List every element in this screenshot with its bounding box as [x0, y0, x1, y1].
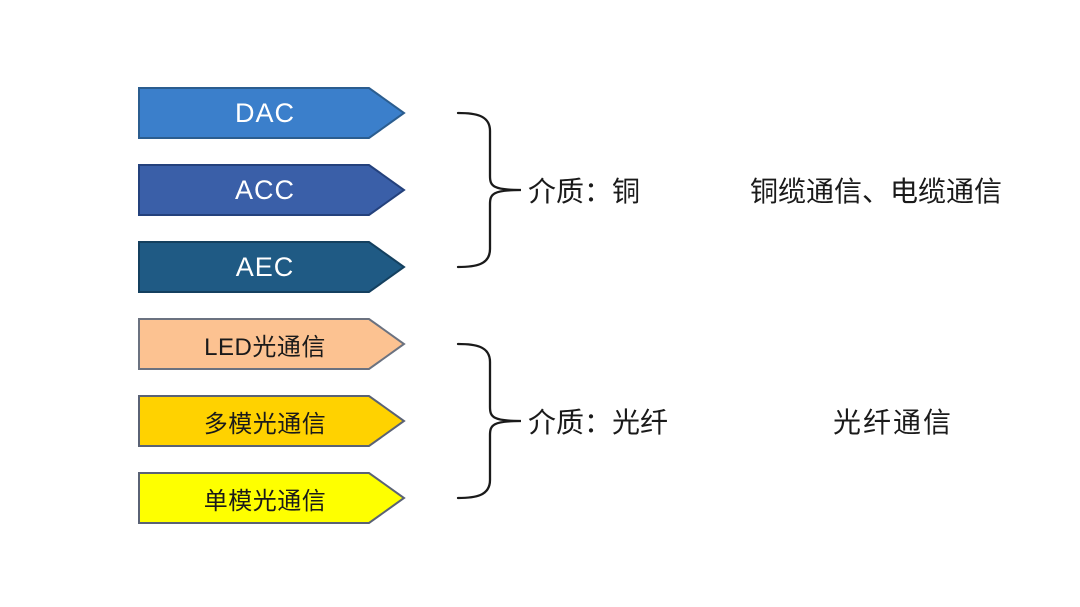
arrow-label-singlemode-optical: 单模光通信 [203, 487, 327, 515]
pentagon-arrow-shape [138, 87, 406, 139]
brace-fiber-group [455, 340, 527, 502]
arrow-label-led-optical: LED光通信 [204, 333, 326, 361]
arrow-multimode-optical: 多模光通信 [138, 395, 406, 447]
pentagon-arrow-shape [138, 395, 406, 447]
right-curly-brace-icon [456, 111, 522, 269]
pentagon-arrow-shape [138, 241, 406, 293]
annotation-copper-communication: 铜缆通信、电缆通信 [750, 176, 1003, 207]
arrow-label-acc: ACC [234, 174, 295, 205]
annotation-fiber-communication: 光纤通信 [833, 407, 954, 438]
pentagon-arrow-shape [138, 318, 406, 370]
brace-path [456, 342, 522, 500]
arrow-aec: AEC [138, 241, 406, 293]
arrow-label-dac: DAC [234, 97, 295, 128]
brace-path [456, 111, 522, 269]
arrow-shape-led-optical [138, 318, 406, 370]
arrow-label-aec: AEC [235, 251, 295, 282]
pentagon-arrow-shape [138, 164, 406, 216]
medium-label-fiber: 介质：光纤 [528, 407, 669, 438]
pentagon-arrow-shape [138, 472, 406, 524]
brace-copper-group [455, 109, 527, 271]
arrow-shape-dac [138, 87, 406, 139]
arrow-shape-acc [138, 164, 406, 216]
arrow-singlemode-optical: 单模光通信 [138, 472, 406, 524]
arrow-shape-aec [138, 241, 406, 293]
arrow-shape-singlemode-optical [138, 472, 406, 524]
arrow-label-multimode-optical: 多模光通信 [203, 410, 327, 438]
arrow-dac: DAC [138, 87, 406, 139]
arrow-led-optical: LED光通信 [138, 318, 406, 370]
arrow-shape-multimode-optical [138, 395, 406, 447]
arrow-acc: ACC [138, 164, 406, 216]
right-curly-brace-icon [456, 342, 522, 500]
medium-label-copper: 介质：铜 [528, 176, 641, 207]
